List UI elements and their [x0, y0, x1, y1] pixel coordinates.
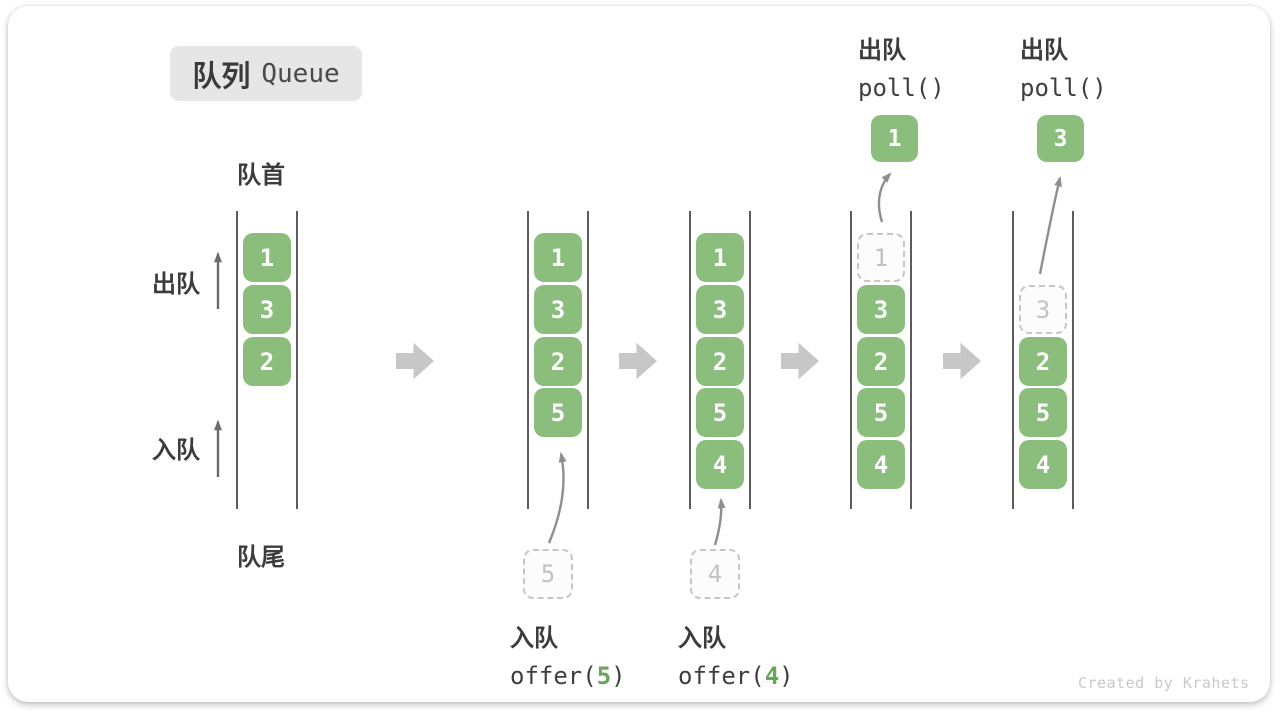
queue-cell: 3: [857, 285, 905, 334]
queue-wall: [1072, 211, 1074, 509]
operation-code: offer(5): [510, 662, 626, 690]
queue-state-1: 1 3 2: [236, 211, 298, 509]
queue-cell: 2: [696, 337, 744, 386]
queue-cell: 1: [696, 233, 744, 282]
watermark: Created by Krahets: [1078, 674, 1250, 692]
queue-cell: 5: [1019, 388, 1067, 437]
ghost-cell: 3: [1019, 285, 1067, 334]
queue-cell: 1: [243, 233, 291, 282]
dequeue-side-label: 出队: [152, 271, 200, 298]
operation-code: poll(): [1020, 74, 1107, 102]
queue-cell: 3: [243, 285, 291, 334]
queue-cell: 5: [534, 388, 582, 437]
queue-state-5: 3 2 5 4: [1012, 211, 1074, 509]
queue-state-4: 1 3 2 5 4: [850, 211, 912, 509]
queue-wall: [689, 211, 691, 509]
enqueue-operation-label: 入队 offer(5): [510, 618, 626, 690]
queue-rear-label: 队尾: [237, 544, 285, 571]
queue-cell: 1: [534, 233, 582, 282]
queue-cell: 4: [857, 440, 905, 489]
queue-state-3: 1 3 2 5 4: [689, 211, 751, 509]
title-en: Queue: [261, 58, 340, 89]
queue-wall: [910, 211, 912, 509]
popped-value-box: 3: [1037, 115, 1084, 162]
title-badge: 队列 Queue: [170, 46, 362, 101]
queue-cell: 2: [1019, 337, 1067, 386]
operation-name: 入队: [678, 625, 726, 652]
queue-cell: 2: [857, 337, 905, 386]
queue-state-2: 1 3 2 5: [527, 211, 589, 509]
queue-cell: 5: [696, 388, 744, 437]
enqueue-side-label: 入队: [152, 437, 200, 464]
queue-cell: 5: [857, 388, 905, 437]
staged-value-box: 5: [523, 549, 573, 599]
queue-wall: [527, 211, 529, 509]
title-zh: 队列: [192, 60, 251, 93]
queue-wall: [850, 211, 852, 509]
code-argument: 4: [764, 662, 780, 690]
staged-value-box: 4: [690, 549, 740, 599]
queue-wall: [587, 211, 589, 509]
queue-cell: 2: [243, 337, 291, 386]
queue-wall: [236, 211, 238, 509]
queue-cell: 3: [534, 285, 582, 334]
operation-code: offer(4): [678, 662, 794, 690]
queue-front-label: 队首: [237, 162, 285, 189]
dequeue-operation-label: 出队 poll(): [1020, 30, 1107, 102]
operation-code: poll(): [858, 74, 945, 102]
queue-wall: [296, 211, 298, 509]
queue-wall: [749, 211, 751, 509]
operation-name: 入队: [510, 625, 558, 652]
queue-wall: [1012, 211, 1014, 509]
queue-cell: 4: [1019, 440, 1067, 489]
queue-cell: 3: [696, 285, 744, 334]
ghost-cell: 1: [857, 233, 905, 282]
queue-cell: 2: [534, 337, 582, 386]
operation-name: 出队: [858, 37, 906, 64]
enqueue-operation-label: 入队 offer(4): [678, 618, 794, 690]
queue-cell: 4: [696, 440, 744, 489]
dequeue-operation-label: 出队 poll(): [858, 30, 945, 102]
operation-name: 出队: [1020, 37, 1068, 64]
popped-value-box: 1: [871, 115, 918, 162]
code-argument: 5: [596, 662, 612, 690]
